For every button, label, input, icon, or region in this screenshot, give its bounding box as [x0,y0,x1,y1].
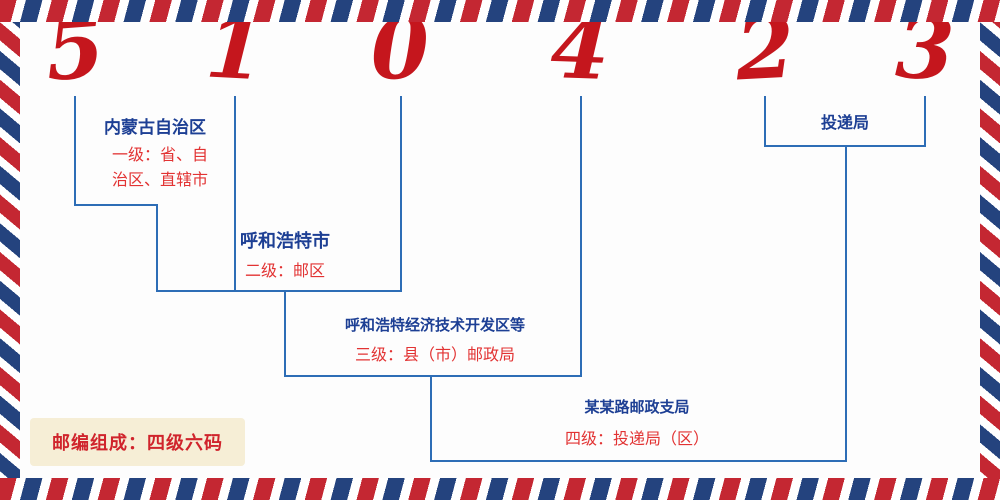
connector-line [430,460,847,462]
connector-line [430,375,432,462]
connector-line [156,204,158,292]
level3-district-label: 呼和浩特经济技术开发区等 [344,316,525,334]
delivery-bureau-label: 投递局 [820,113,869,132]
level1-region-label: 内蒙古自治区 [104,118,206,138]
connector-line [764,96,766,147]
connector-line [74,96,76,206]
level1-desc-label: 一级：省、自治区、直辖市 [111,145,208,189]
connector-line [234,96,236,292]
connector-line [400,96,402,292]
airmail-border-left [0,0,20,500]
level4-desc-label: 四级：投递局（区） [564,429,709,448]
connector-line [284,290,286,377]
composition-badge: 邮编组成：四级六码 [30,418,245,466]
connector-line [924,96,926,147]
airmail-border-top [0,0,1000,22]
level4-branch-label: 某某路邮政支局 [584,398,690,416]
connector-line [580,96,582,377]
connector-line [74,204,158,206]
level2-desc-label: 二级：邮区 [244,261,325,280]
connector-line [845,145,847,462]
airmail-border-right [980,0,1000,500]
airmail-border-bottom [0,478,1000,500]
level3-desc-label: 三级：县（市）邮政局 [354,345,515,364]
connector-line [156,290,402,292]
connector-line [284,375,582,377]
level2-city-label: 呼和浩特市 [240,231,330,252]
